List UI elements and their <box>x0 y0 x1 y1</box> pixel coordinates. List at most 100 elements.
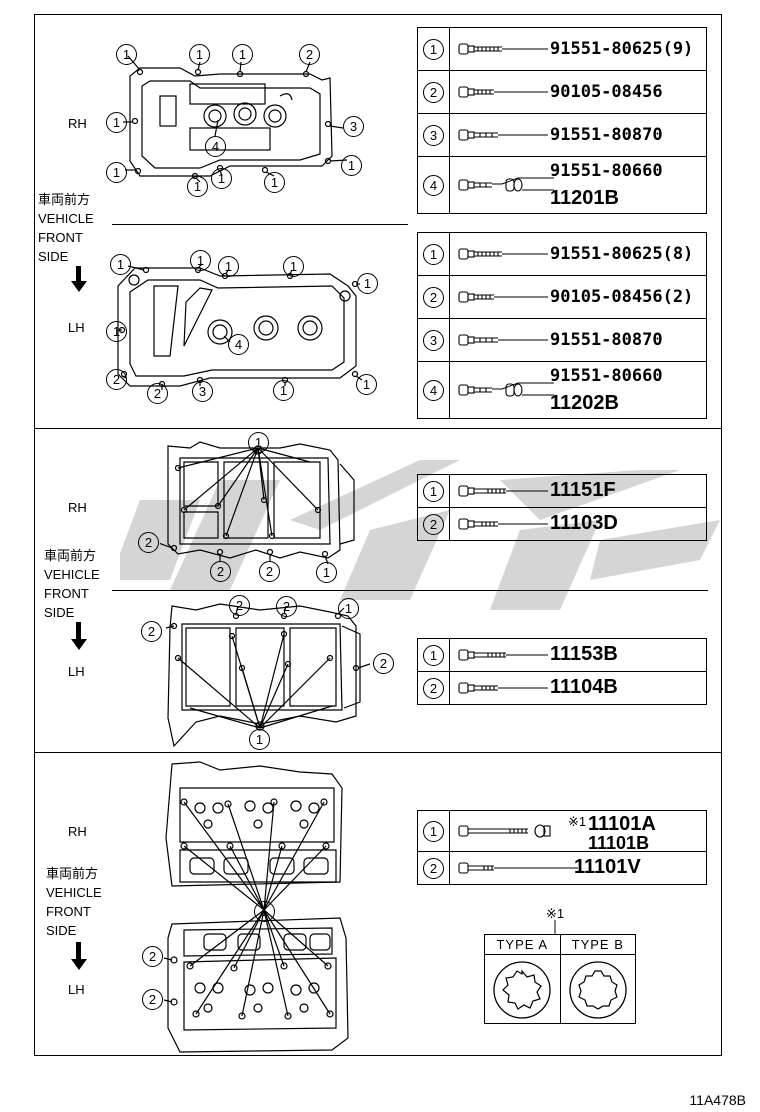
callout-marker: 4 <box>205 136 226 157</box>
type-a-cell: TYPE A <box>485 935 561 1023</box>
section-divider <box>34 428 722 429</box>
callout-marker: 1 <box>218 256 239 277</box>
bolt-icon <box>458 334 548 346</box>
callout-marker: 1 <box>356 374 377 395</box>
leader-line <box>554 920 556 934</box>
callout-marker: 1 <box>264 172 285 193</box>
bolt-icon <box>458 862 578 874</box>
bolt-icon <box>458 485 548 497</box>
rh-cam-housing-diagram <box>160 441 355 565</box>
item-number: 1 <box>423 243 444 265</box>
front-label-line: SIDE <box>46 923 77 938</box>
callout-marker: 2 <box>106 369 127 390</box>
table-row: 1 11153B <box>417 638 707 672</box>
footnote-mark: ※1 <box>568 814 587 829</box>
callout-marker: 1 <box>338 598 359 619</box>
item-number: 2 <box>423 286 444 308</box>
bolt-icon <box>458 291 548 303</box>
front-arrow-icon <box>76 942 81 960</box>
bolt-icon <box>458 649 548 661</box>
footnote-mark: ※1 <box>546 906 565 921</box>
table-row: 1 ※1 11101A 11101B <box>417 810 707 853</box>
front-label-line: VEHICLE <box>38 211 94 226</box>
part-number: 11153B <box>550 643 618 665</box>
table-row: 4 91551-80660 11201B <box>417 156 707 214</box>
part-number: 11104B <box>550 676 618 698</box>
twelve-point-socket-icon <box>493 961 551 1019</box>
table-row: 3 91551-80870 <box>417 318 707 362</box>
table-row: 2 90105-08456(2) <box>417 275 707 319</box>
type-b-label: TYPE B <box>560 935 635 955</box>
cylinder-head-diagram <box>163 761 349 1053</box>
cylinder-head-bolt-table: 1 ※1 11101A 11101B 2 11101V <box>417 810 707 885</box>
callout-marker: 2 <box>147 383 168 404</box>
item-number: 1 <box>423 644 444 666</box>
item-number: 1 <box>423 38 444 60</box>
callout-marker: 1 <box>110 254 131 275</box>
bolt-icon <box>458 177 554 192</box>
bolt-icon <box>458 382 554 397</box>
bolt-icon <box>458 43 548 55</box>
part-number: 91551-80660 <box>550 161 663 181</box>
rh-lh-divider <box>112 224 408 225</box>
part-number: 11201B <box>550 187 619 209</box>
part-number: 91551-80870 <box>550 125 663 145</box>
type-b-cell: TYPE B <box>560 935 635 1023</box>
table-row: 1 11151F <box>417 474 707 508</box>
callout-marker: 2 <box>299 44 320 65</box>
vehicle-front-label: 車両前方 VEHICLE FRONT SIDE <box>46 864 102 940</box>
callout-marker: 1 <box>189 44 210 65</box>
part-number: 11202B <box>550 392 619 414</box>
rh-lh-divider <box>112 590 708 591</box>
figure-code: 11A478B <box>689 1092 746 1108</box>
callout-marker: 1 <box>249 729 270 750</box>
callout-marker: 1 <box>106 162 127 183</box>
bolt-icon <box>458 248 548 260</box>
callout-marker: 2 <box>373 653 394 674</box>
rh-cam-housing-parts-table: 1 11151F 2 11103D <box>417 474 707 541</box>
table-row: 2 90105-08456 <box>417 70 707 114</box>
rh-head-cover-diagram <box>123 55 348 183</box>
type-a-label: TYPE A <box>485 935 560 955</box>
callout-marker: 1 <box>106 112 127 133</box>
callout-marker: 2 <box>138 532 159 553</box>
part-number: 11101B <box>588 833 650 853</box>
rh-head-cover-parts-table: 1 91551-80625(9) 2 90105-08456 3 91551-8… <box>417 27 707 214</box>
rh-label: RH <box>68 824 87 839</box>
item-number: 1 <box>423 820 444 842</box>
front-arrow-icon <box>71 959 87 970</box>
bolt-icon <box>458 86 548 98</box>
diagram-frame <box>34 14 722 1056</box>
front-arrow-icon <box>71 639 87 650</box>
part-number: 11103D <box>550 512 618 534</box>
front-label-jp: 車両前方 <box>46 866 99 881</box>
callout-marker: 1 <box>187 176 208 197</box>
rh-label: RH <box>68 500 87 515</box>
part-number: 11101A <box>588 813 656 835</box>
callout-marker: 3 <box>343 116 364 137</box>
callout-marker: 1 <box>232 44 253 65</box>
callout-marker: 2 <box>210 561 231 582</box>
part-number: 91551-80625(9) <box>550 39 694 59</box>
lh-head-cover-parts-table: 1 91551-80625(8) 2 90105-08456(2) 3 9155… <box>417 232 707 419</box>
table-row: 4 91551-80660 11202B <box>417 361 707 419</box>
vehicle-front-label: 車両前方 VEHICLE FRONT SIDE <box>38 190 94 266</box>
table-row: 2 11101V <box>417 851 707 885</box>
front-label-line: VEHICLE <box>44 567 100 582</box>
bolt-icon <box>458 129 548 141</box>
item-number: 2 <box>423 677 444 699</box>
callout-marker: 2 <box>141 621 162 642</box>
callout-marker: 1 <box>283 256 304 277</box>
lh-cam-housing-diagram <box>165 603 370 748</box>
section-divider <box>34 752 722 753</box>
part-number: 11101V <box>574 856 641 878</box>
callout-marker: 1 <box>273 380 294 401</box>
front-label-line: SIDE <box>38 249 69 264</box>
callout-marker: 2 <box>259 561 280 582</box>
rh-label: RH <box>68 116 87 131</box>
callout-marker: 4 <box>228 334 249 355</box>
callout-marker: 1 <box>316 562 337 583</box>
lh-cam-housing-parts-table: 1 11153B 2 11104B <box>417 638 707 705</box>
callout-marker: 1 <box>357 273 378 294</box>
part-number: 91551-80870 <box>550 330 663 350</box>
